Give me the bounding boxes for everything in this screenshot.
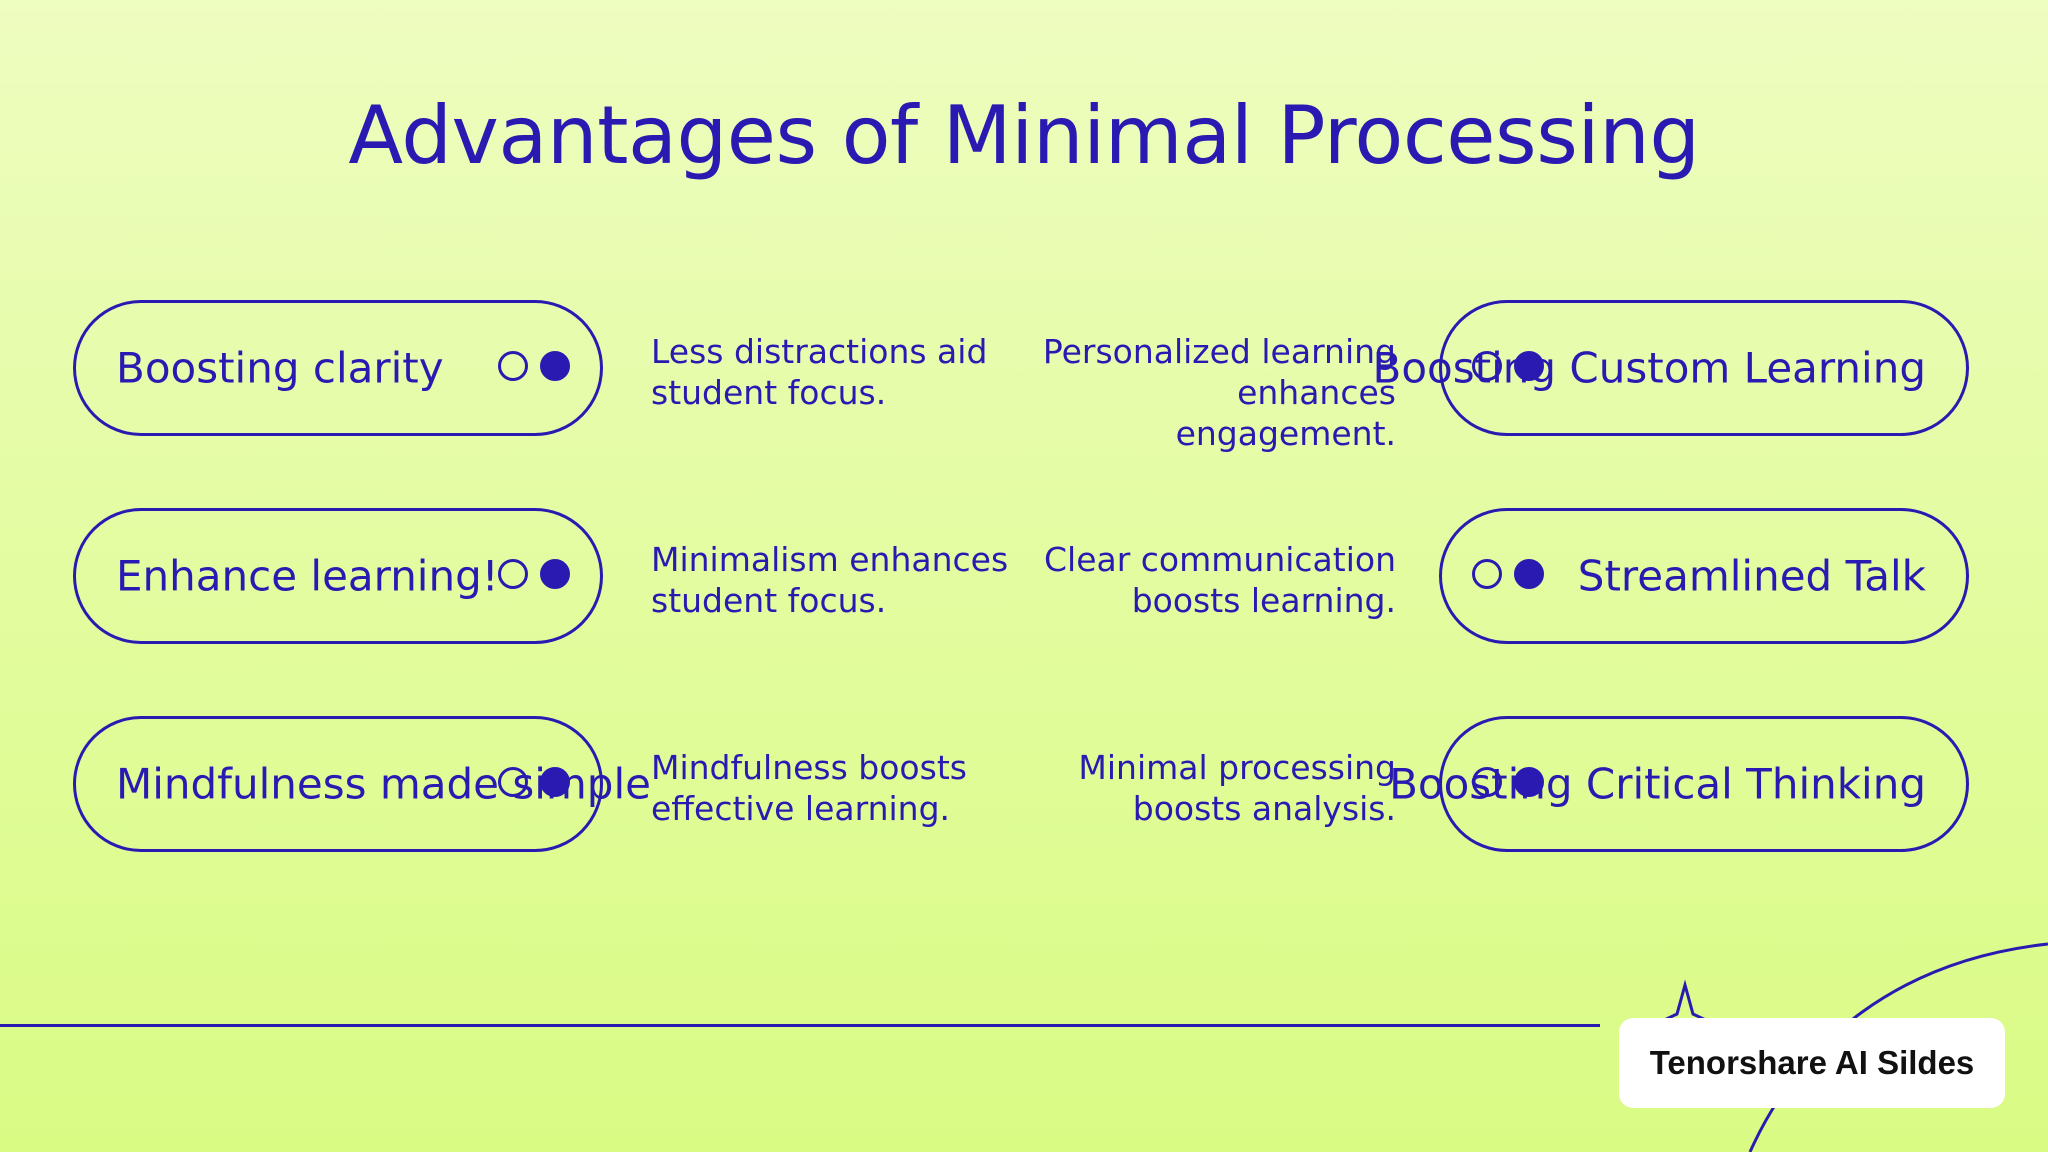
pill-label: Enhance learning! [116,551,499,601]
left-pill-1: Boosting clarity [73,300,603,436]
decorative-arc [1748,942,2048,1152]
open-dot-icon [498,351,528,381]
left-description-2: Minimalism enhances student focus. [651,540,1009,620]
right-pill-2: Streamlined Talk [1439,508,1969,644]
brand-badge: Tenorshare AI Sildes [1619,1018,2005,1108]
open-dot-icon [498,559,528,589]
filled-dot-icon [540,767,570,797]
open-dot-icon [1472,767,1502,797]
filled-dot-icon [1514,351,1544,381]
slide-title: Advantages of Minimal Processing [348,89,1700,182]
open-dot-icon [1472,351,1502,381]
left-description-1: Less distractions aid student focus. [651,332,988,412]
divider-line [0,1024,1600,1027]
pill-label: Boosting Custom Learning [1372,343,1926,393]
right-description-1: Personalized learning enhances engagemen… [1042,332,1396,453]
filled-dot-icon [1514,767,1544,797]
right-pill-3: Boosting Critical Thinking [1389,716,1969,852]
right-description-3: Minimal processing boosts analysis. [1078,748,1396,828]
right-pill-1: Boosting Custom Learning [1373,300,1969,436]
left-pill-3: Mindfulness made simple [73,716,651,852]
left-pill-2: Enhance learning! [73,508,603,644]
filled-dot-icon [540,351,570,381]
filled-dot-icon [540,559,570,589]
open-dot-icon [498,767,528,797]
pill-label: Streamlined Talk [1577,551,1926,601]
filled-dot-icon [1514,559,1544,589]
pill-label: Boosting clarity [116,343,444,393]
left-description-3: Mindfulness boosts effective learning. [651,748,967,828]
right-description-2: Clear communication boosts learning. [1044,540,1396,620]
open-dot-icon [1472,559,1502,589]
